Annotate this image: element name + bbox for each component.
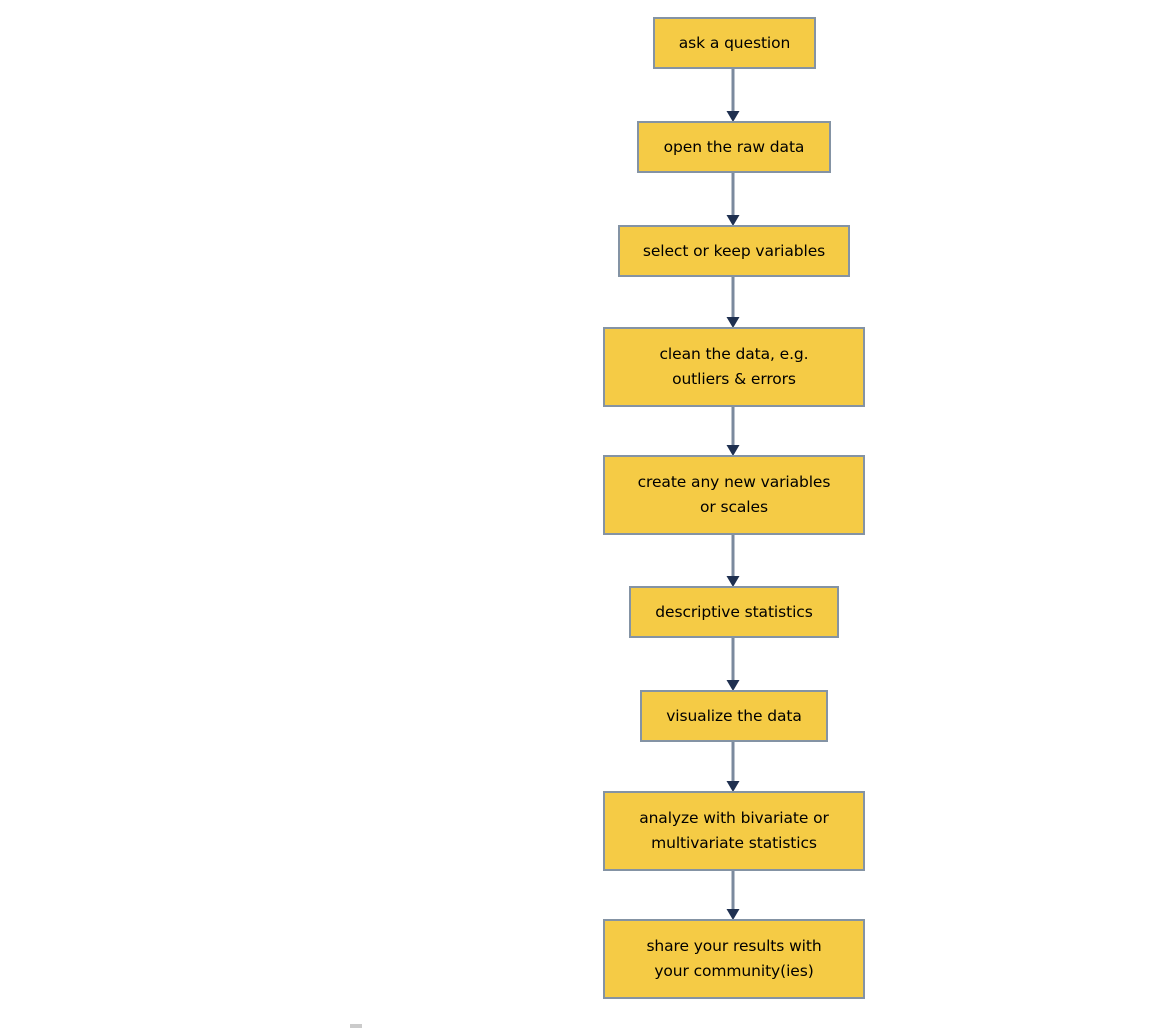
arrow-head-icon xyxy=(726,576,740,587)
flow-node-label: share your results with your community(i… xyxy=(646,937,822,980)
flow-arrow-open-the-raw-data-to-select-or-keep-variables xyxy=(726,173,740,226)
arrow-head-icon xyxy=(726,111,740,122)
flow-node-label: descriptive statistics xyxy=(655,602,813,621)
flow-node-open-the-raw-data[interactable]: open the raw data xyxy=(637,121,831,173)
arrow-head-icon xyxy=(726,445,740,456)
arrow-head-icon xyxy=(726,781,740,792)
flow-node-label: create any new variables or scales xyxy=(637,473,831,516)
flow-node-label: visualize the data xyxy=(666,706,802,725)
arrow-head-icon xyxy=(726,680,740,691)
image-artifact-speck xyxy=(350,1024,362,1028)
arrow-head-icon xyxy=(726,909,740,920)
flow-node-label: ask a question xyxy=(678,33,791,52)
flow-node-select-or-keep-variables[interactable]: select or keep variables xyxy=(618,225,850,277)
arrow-head-icon xyxy=(726,215,740,226)
flow-node-ask-a-question[interactable]: ask a question xyxy=(653,17,816,69)
flow-arrow-visualize-the-data-to-analyze-with-statistics xyxy=(726,742,740,792)
flow-node-clean-the-data[interactable]: clean the data, e.g. outliers & errors xyxy=(603,327,865,407)
flow-arrow-select-or-keep-variables-to-clean-the-data xyxy=(726,277,740,328)
flow-arrow-analyze-with-statistics-to-share-your-results xyxy=(726,871,740,920)
flow-node-create-new-variables[interactable]: create any new variables or scales xyxy=(603,455,865,535)
flow-node-label: select or keep variables xyxy=(642,241,826,260)
flow-node-visualize-the-data[interactable]: visualize the data xyxy=(640,690,828,742)
flow-node-descriptive-statistics[interactable]: descriptive statistics xyxy=(629,586,839,638)
flow-node-analyze-with-statistics[interactable]: analyze with bivariate or multivariate s… xyxy=(603,791,865,871)
flow-arrow-create-new-variables-to-descriptive-statistics xyxy=(726,535,740,587)
flow-arrow-clean-the-data-to-create-new-variables xyxy=(726,407,740,456)
flow-node-share-your-results[interactable]: share your results with your community(i… xyxy=(603,919,865,999)
flow-node-label: analyze with bivariate or multivariate s… xyxy=(639,809,829,852)
arrow-head-icon xyxy=(726,317,740,328)
flow-node-label: clean the data, e.g. outliers & errors xyxy=(659,345,809,388)
flow-arrow-ask-a-question-to-open-the-raw-data xyxy=(726,69,740,122)
flow-arrow-descriptive-statistics-to-visualize-the-data xyxy=(726,638,740,691)
flow-node-label: open the raw data xyxy=(663,137,805,156)
